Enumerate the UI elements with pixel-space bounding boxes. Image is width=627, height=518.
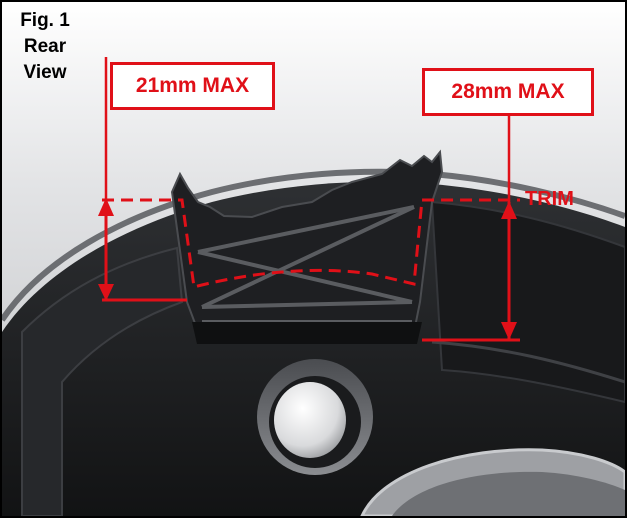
left-max-callout: 21mm MAX: [110, 62, 275, 110]
left-arrow-bottom: [98, 284, 114, 301]
trim-dashed-line: [102, 198, 520, 289]
view-label-line1: Rear: [23, 36, 67, 57]
figure-number-label: Fig. 1: [20, 10, 70, 31]
view-label-line2: View: [23, 62, 67, 83]
inner-recess: [430, 200, 625, 404]
left-max-label: 21mm MAX: [135, 74, 250, 97]
right-arrow-top: [501, 201, 517, 219]
bracket-base: [192, 322, 422, 344]
right-arrow-bottom: [501, 322, 517, 340]
callout-overlay: [98, 57, 520, 342]
inner-ledge: [431, 340, 625, 384]
lower-dial-inner: [392, 471, 625, 516]
left-arrow-top: [98, 198, 114, 216]
right-max-label: 28mm MAX: [451, 80, 565, 103]
left-wall: [21, 246, 184, 516]
figure-caption: Fig. 1 Rear View: [8, 8, 82, 86]
housing-rim: [2, 168, 625, 322]
right-max-callout: 28mm MAX: [422, 68, 594, 116]
round-cap: [274, 382, 346, 458]
trim-label: TRIM: [525, 188, 574, 210]
